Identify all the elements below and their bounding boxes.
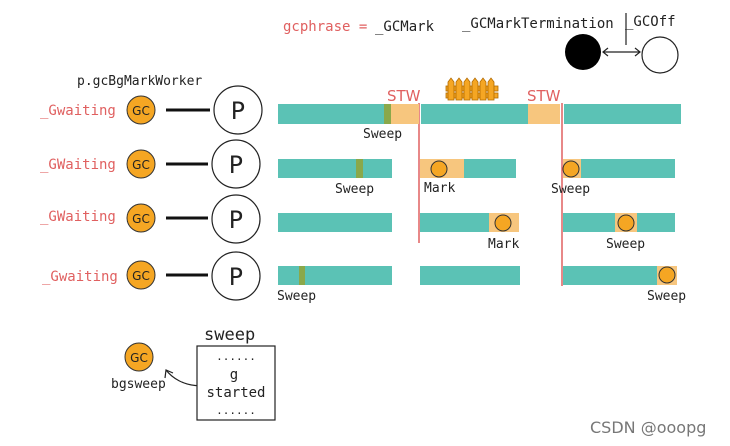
row-state-label: _GWaiting bbox=[40, 157, 116, 173]
row2-sweep-label: Sweep bbox=[335, 182, 374, 197]
row3-sweep-label: Sweep bbox=[606, 237, 645, 252]
row2-timeline bbox=[278, 159, 675, 178]
bgsweep-gc-circle bbox=[124, 342, 154, 372]
gc-circle bbox=[126, 203, 156, 233]
row4-sweep-label: Sweep bbox=[277, 289, 316, 304]
row3-timeline bbox=[278, 213, 675, 232]
sweep-box bbox=[196, 345, 276, 421]
row3-mark-label: Mark bbox=[488, 237, 519, 252]
sweep-box-line: ...... bbox=[216, 404, 256, 417]
row-state-label: _Gwaiting bbox=[42, 269, 118, 285]
phase-gcmark: _GCMark bbox=[375, 19, 435, 35]
gc-circle bbox=[126, 95, 156, 125]
row1-sweep-label: Sweep bbox=[363, 127, 402, 142]
sweep-box-line: ...... bbox=[216, 350, 256, 363]
p-text: P bbox=[229, 151, 243, 179]
stw-label-2: STW bbox=[527, 87, 561, 105]
sweep-box-title: sweep bbox=[204, 325, 255, 345]
row2-sweep-label-2: Sweep bbox=[551, 182, 590, 197]
gcphrase-label: gcphrase = bbox=[283, 19, 367, 35]
row4-sweep-label-2: Sweep bbox=[647, 289, 686, 304]
p-circle bbox=[211, 139, 261, 189]
p-text: P bbox=[229, 263, 243, 291]
white-circle-icon bbox=[641, 36, 679, 74]
p-text: P bbox=[231, 97, 245, 125]
bgsweep-gc-text: GC bbox=[130, 351, 148, 365]
row-state-label: _GWaiting bbox=[40, 209, 116, 225]
row2-mark-label: Mark bbox=[424, 181, 455, 196]
sweep-box-line: started bbox=[206, 385, 265, 401]
gc-text: GC bbox=[132, 158, 150, 172]
gc-text: GC bbox=[132, 104, 150, 118]
sweep-box-line: g bbox=[230, 367, 238, 383]
gc-text: GC bbox=[132, 212, 150, 226]
p-circle bbox=[211, 194, 261, 244]
worker-label: p.gcBgMarkWorker bbox=[77, 74, 202, 89]
row1-timeline bbox=[278, 104, 681, 124]
gc-text: GC bbox=[132, 269, 150, 283]
phase-gcoff: _GCOff bbox=[625, 14, 676, 30]
gc-circle bbox=[126, 260, 156, 290]
double-arrow-icon bbox=[602, 47, 641, 57]
stw-label-1: STW bbox=[387, 87, 421, 105]
row4-timeline bbox=[278, 266, 677, 285]
p-text: P bbox=[229, 206, 243, 234]
row-state-label: _Gwaiting bbox=[40, 103, 116, 119]
p-circle bbox=[211, 251, 261, 301]
fence-icon bbox=[445, 77, 499, 101]
black-circle-icon bbox=[565, 34, 601, 70]
watermark: CSDN @ooopg bbox=[590, 418, 706, 437]
gc-circle bbox=[126, 149, 156, 179]
bgsweep-label: bgsweep bbox=[111, 377, 166, 392]
p-circle bbox=[213, 85, 263, 135]
phase-gcmarktermination: _GCMarkTermination bbox=[462, 16, 614, 32]
